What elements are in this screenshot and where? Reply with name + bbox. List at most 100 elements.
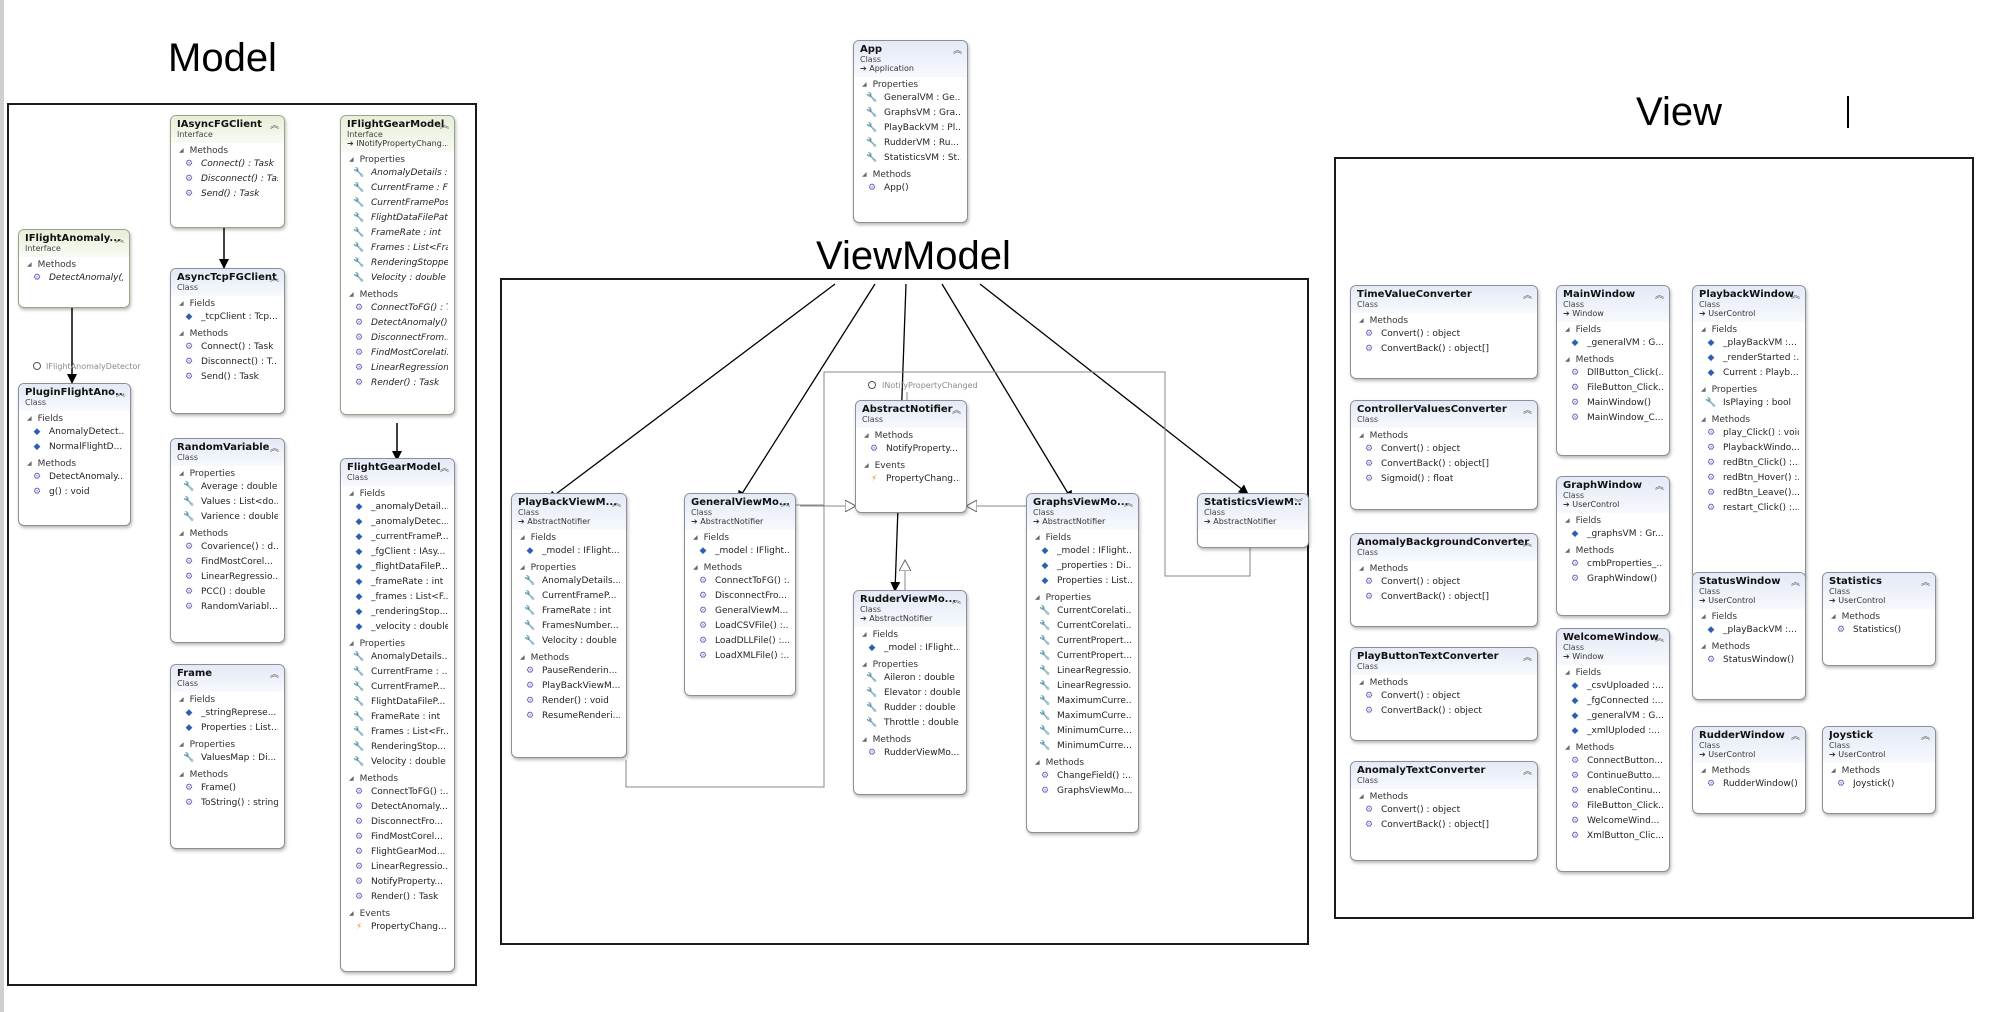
section-header[interactable]: Methods [854, 734, 966, 746]
class-member[interactable]: ⚙redBtn_Leave()... [1693, 486, 1805, 501]
class-box-playbackviewm[interactable]: PlayBackViewM...Class➔ AbstractNotifier︽… [511, 493, 627, 758]
class-member[interactable]: ◆_xmlUploded :... [1557, 724, 1669, 739]
section-header[interactable]: Fields [1557, 667, 1669, 679]
class-member[interactable]: ⚙PlaybackWindo... [1693, 441, 1805, 456]
class-member[interactable]: 🔧RenderingStopped... [341, 256, 454, 271]
class-member[interactable]: 🔧StatisticsVM : St... [854, 151, 967, 166]
class-member[interactable]: ⚙NotifyProperty... [341, 875, 454, 890]
collapse-chevron-icon[interactable]: ︽ [269, 274, 279, 284]
collapse-chevron-icon[interactable]: ︽ [1654, 482, 1664, 492]
section-header[interactable]: Properties [341, 638, 454, 650]
class-member[interactable]: 🔧Velocity : double [341, 271, 454, 286]
class-member[interactable]: ⚙restart_Click() :... [1693, 501, 1805, 516]
class-member[interactable]: ⚙enableContinu... [1557, 784, 1669, 799]
class-member[interactable]: ◆_anomalyDetail... [341, 500, 454, 515]
section-header[interactable]: Methods [1557, 545, 1669, 557]
class-member[interactable]: ⚙Send() : Task [171, 187, 284, 202]
class-member[interactable]: ⚙Convert() : object [1351, 689, 1537, 704]
section-header[interactable]: Properties [1693, 384, 1805, 396]
class-member[interactable]: ⚙RudderWindow() [1693, 777, 1805, 792]
section-header[interactable]: Methods [171, 769, 284, 781]
class-member[interactable]: 🔧RudderVM : Ru... [854, 136, 967, 151]
class-member[interactable]: ◆AnomalyDetect... [19, 425, 130, 440]
class-box-rudderviewmo[interactable]: RudderViewMo...Class➔ AbstractNotifier︽F… [853, 590, 967, 795]
class-box-statisticsviewm[interactable]: StatisticsViewM...Class➔ AbstractNotifie… [1197, 493, 1309, 548]
collapse-chevron-icon[interactable]: ︽ [611, 499, 621, 509]
class-member[interactable]: ◆_graphsVM : Gr... [1557, 527, 1669, 542]
class-member[interactable]: ⚙Convert() : object [1351, 803, 1537, 818]
class-member[interactable]: ⚙ResumeRenderi... [512, 709, 626, 724]
class-member[interactable]: 🔧MaximumCurre... [1027, 694, 1138, 709]
collapse-chevron-icon[interactable]: ︽ [115, 389, 125, 399]
section-header[interactable]: Methods [171, 528, 284, 540]
class-member[interactable]: ⚙Send() : Task [171, 370, 284, 385]
class-member[interactable]: ⚙LoadDLLFile() :... [685, 634, 795, 649]
class-member[interactable]: ⚙LinearRegressio... [171, 570, 284, 585]
class-member[interactable]: ⚙Sigmoid() : float [1351, 472, 1537, 487]
section-header[interactable]: Methods [1823, 611, 1935, 623]
class-member[interactable]: ⚙GraphWindow() [1557, 572, 1669, 587]
class-member[interactable]: 🔧PlayBackVM : Pl... [854, 121, 967, 136]
section-header[interactable]: Properties [171, 739, 284, 751]
class-member[interactable]: 🔧Rudder : double [854, 701, 966, 716]
collapse-chevron-icon[interactable]: ︽ [1920, 578, 1930, 588]
class-member[interactable]: ⚙Connect() : Task [171, 157, 284, 172]
class-member[interactable]: ⚙GeneralViewM... [685, 604, 795, 619]
class-member[interactable]: 🔧Elevator : double [854, 686, 966, 701]
class-member[interactable]: ⚙ToString() : string [171, 796, 284, 811]
class-member[interactable]: ⚙NotifyProperty... [856, 442, 966, 457]
class-member[interactable]: ⚙LoadXMLFile() :... [685, 649, 795, 664]
class-member[interactable]: ⚙FindMostCorel... [171, 555, 284, 570]
class-member[interactable]: 🔧FramesNumber... [512, 619, 626, 634]
class-member[interactable]: 🔧CurrentFrame : ... [341, 665, 454, 680]
section-header[interactable]: Events [341, 908, 454, 920]
class-member[interactable]: ◆_currentFrameP... [341, 530, 454, 545]
class-member[interactable]: ⚙DllButton_Click(... [1557, 366, 1669, 381]
class-member[interactable]: ⚙DisconnectFrom... [341, 331, 454, 346]
class-member[interactable]: 🔧Throttle : double [854, 716, 966, 731]
class-member[interactable]: ⚙LinearRegression() [341, 361, 454, 376]
section-header[interactable]: Methods [341, 289, 454, 301]
class-member[interactable]: ⚙redBtn_Hover() :... [1693, 471, 1805, 486]
class-member[interactable]: 🔧Velocity : double [341, 755, 454, 770]
class-member[interactable]: ◆_renderingStop... [341, 605, 454, 620]
section-header[interactable]: Methods [685, 562, 795, 574]
class-member[interactable]: ⚙PCC() : double [171, 585, 284, 600]
class-member[interactable]: ⚙App() [854, 181, 967, 196]
section-header[interactable]: Methods [1557, 354, 1669, 366]
class-member[interactable]: 🔧Frames : List<Fr... [341, 725, 454, 740]
class-member[interactable]: 🔧Average : double [171, 480, 284, 495]
class-member[interactable]: ⚙Convert() : object [1351, 327, 1537, 342]
class-member[interactable]: 🔧CurrentPropert... [1027, 634, 1138, 649]
class-member[interactable]: ⚙ConvertBack() : object[] [1351, 818, 1537, 833]
collapse-chevron-icon[interactable]: ︽ [1920, 732, 1930, 742]
class-member[interactable]: ◆_frames : List<F... [341, 590, 454, 605]
class-member[interactable]: 🔧CurrentCorelati... [1027, 604, 1138, 619]
section-header[interactable]: Properties [512, 562, 626, 574]
class-member[interactable]: ◆Properties : List... [171, 721, 284, 736]
class-member[interactable]: 🔧FrameRate : int [341, 226, 454, 241]
section-header[interactable]: Methods [854, 169, 967, 181]
class-member[interactable]: ⚙Convert() : object [1351, 442, 1537, 457]
class-box-iasyncfgclient[interactable]: IAsyncFGClientInterface︽Methods⚙Connect(… [170, 115, 285, 228]
section-header[interactable]: Properties [854, 659, 966, 671]
section-header[interactable]: Methods [1693, 765, 1805, 777]
class-member[interactable]: ◆_flightDataFileP... [341, 560, 454, 575]
class-member[interactable]: ⚙Render() : Task [341, 890, 454, 905]
class-member[interactable]: ⚙FileButton_Click... [1557, 381, 1669, 396]
class-box-generalviewmo[interactable]: GeneralViewMo...Class➔ AbstractNotifier︽… [684, 493, 796, 696]
collapse-chevron-icon[interactable]: ︽ [1654, 291, 1664, 301]
section-header[interactable]: Methods [1693, 414, 1805, 426]
class-member[interactable]: 🔧MaximumCurre... [1027, 709, 1138, 724]
class-member[interactable]: ⚙ConnectToFG() :... [685, 574, 795, 589]
section-header[interactable]: Methods [1823, 765, 1935, 777]
class-member[interactable]: ⚙FileButton_Click... [1557, 799, 1669, 814]
class-member[interactable]: 🔧GeneralVM : Ge... [854, 91, 967, 106]
class-box-timevalueconverter[interactable]: TimeValueConverterClass︽Methods⚙Convert(… [1350, 285, 1538, 379]
class-box-anomalybackgroundconverter[interactable]: AnomalyBackgroundConverterClass︽Methods⚙… [1350, 533, 1538, 627]
class-member[interactable]: ⚙FlightGearMod... [341, 845, 454, 860]
